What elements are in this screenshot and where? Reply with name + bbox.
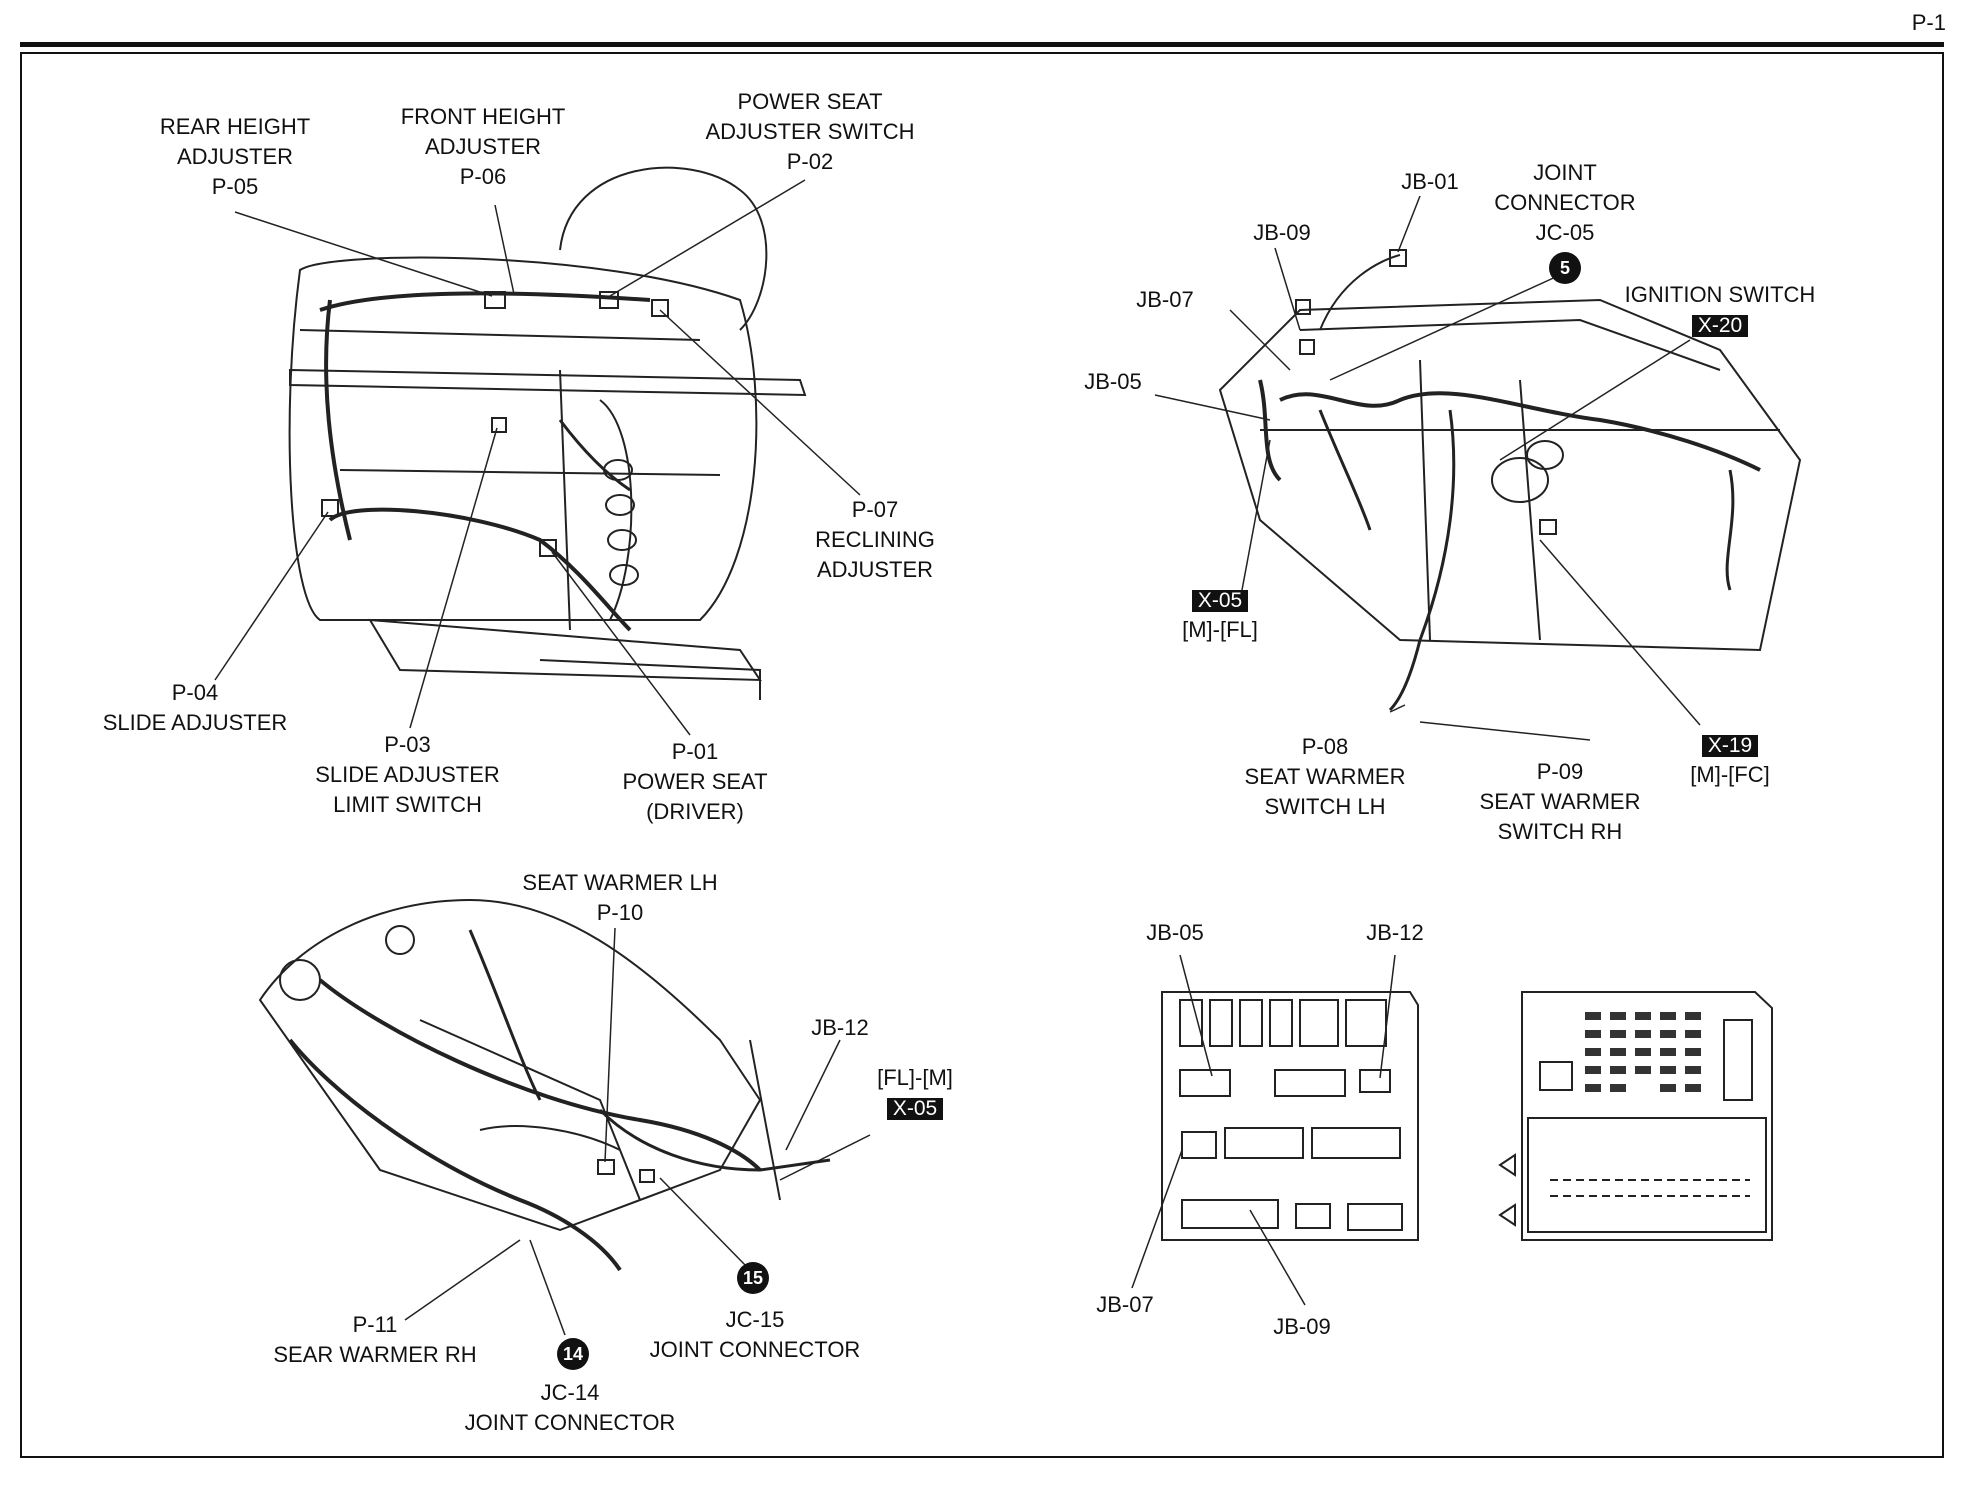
rear-box-fuse-grid	[1585, 1012, 1701, 1092]
label-jb-01: JB-01	[1401, 169, 1459, 194]
dashboard-harness-illustration	[1218, 249, 1802, 712]
badge-jc-15: 15	[736, 1262, 770, 1294]
label-jb-07-dash: JB-07	[1136, 287, 1194, 312]
junction-box-rear	[1498, 991, 1773, 1241]
label-jb-12-box: JB-12	[1366, 920, 1424, 945]
label-x-05-floor: [FL]-[M]X-05	[877, 1065, 953, 1120]
label-x-05-dash: X-05[M]-[FL]	[1182, 589, 1258, 643]
badge-jc-14: 14	[556, 1338, 590, 1370]
page-number: P-1	[1911, 10, 1946, 35]
power-seat-illustration	[288, 166, 807, 700]
tag-x-19: X-19	[1701, 735, 1759, 757]
junction-box-front	[1161, 991, 1419, 1241]
floor-harness-illustration	[258, 898, 831, 1272]
header-rule	[20, 42, 1944, 47]
label-x-19: X-19[M]-[FC]	[1690, 734, 1770, 788]
badge-jc-05: 5	[1548, 252, 1582, 284]
label-jb-05-dash: JB-05	[1084, 369, 1142, 394]
label-jb-09-box: JB-09	[1273, 1314, 1331, 1339]
tag-x-20: X-20	[1691, 315, 1749, 337]
tag-x-05-floor: X-05	[886, 1098, 944, 1120]
diagram-frame	[20, 52, 1944, 1458]
label-jb-09-dash: JB-09	[1253, 220, 1311, 245]
label-jb-05-box: JB-05	[1146, 920, 1204, 945]
label-jb-07-box: JB-07	[1096, 1292, 1154, 1317]
tag-x-05: X-05	[1191, 590, 1249, 612]
label-jb-12-floor: JB-12	[811, 1015, 869, 1040]
